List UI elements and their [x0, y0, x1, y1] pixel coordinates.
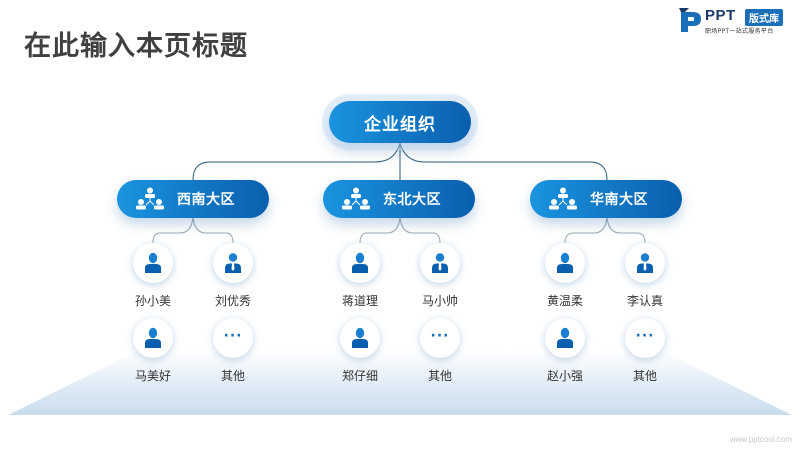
team-icon: [136, 187, 164, 210]
member-name: 蒋道理: [341, 294, 378, 308]
member-node[interactable]: 刘优秀: [203, 243, 263, 309]
person-female-icon: [145, 327, 161, 348]
more-icon: ···: [635, 328, 655, 344]
member-name: 其他: [220, 369, 245, 383]
avatar: [340, 243, 380, 283]
team-icon: [549, 187, 577, 210]
avatar: ···: [625, 318, 665, 358]
avatar: [133, 318, 173, 358]
person-female-icon: [557, 327, 573, 348]
watermark: www.pptcool.com: [729, 435, 792, 444]
avatar: ···: [420, 318, 460, 358]
member-node[interactable]: 郑仔细: [330, 318, 390, 384]
member-node[interactable]: 蒋道理: [330, 243, 390, 309]
avatar: [340, 318, 380, 358]
member-name: 刘优秀: [214, 294, 251, 308]
member-name: 马美好: [134, 369, 171, 383]
member-name: 其他: [427, 369, 452, 383]
logo-slogan: 职场PPT一站式服务平台: [705, 28, 774, 35]
avatar: [420, 243, 460, 283]
person-male-tie-icon: [225, 253, 241, 273]
avatar: [545, 318, 585, 358]
logo-brand-text: PPT: [705, 7, 736, 24]
avatar: [213, 243, 253, 283]
connector-sw: [152, 217, 234, 244]
member-node-more[interactable]: ··· 其他: [203, 318, 263, 384]
member-name: 其他: [632, 369, 657, 383]
region-node-southwest[interactable]: 西南大区: [117, 180, 269, 218]
member-node[interactable]: 马美好: [123, 318, 183, 384]
avatar: [545, 243, 585, 283]
member-name: 郑仔细: [341, 369, 378, 383]
avatar: ···: [213, 318, 253, 358]
logo-p-icon: [679, 8, 701, 32]
brand-logo: PPT 版式库 职场PPT一站式服务平台: [679, 7, 795, 38]
member-node-more[interactable]: ··· 其他: [410, 318, 470, 384]
org-root-node[interactable]: 企业组织: [329, 101, 471, 143]
person-female-icon: [145, 252, 161, 273]
member-node-more[interactable]: ··· 其他: [615, 318, 675, 384]
connector-sc: [564, 217, 646, 244]
member-node[interactable]: 黄温柔: [535, 243, 595, 309]
person-female-icon: [557, 252, 573, 273]
more-icon: ···: [430, 328, 450, 344]
avatar: [625, 243, 665, 283]
member-name: 李认真: [626, 294, 663, 308]
member-name: 孙小美: [134, 294, 171, 308]
more-icon: ···: [223, 328, 243, 344]
person-male-tie-icon: [637, 253, 653, 273]
region-node-northeast[interactable]: 东北大区: [323, 180, 475, 218]
region-label: 东北大区: [383, 192, 441, 208]
page-title: 在此输入本页标题: [24, 31, 248, 62]
region-node-southchina[interactable]: 华南大区: [530, 180, 682, 218]
region-label: 西南大区: [177, 192, 235, 208]
avatar: [133, 243, 173, 283]
team-icon: [342, 187, 370, 210]
connector-ne: [359, 217, 441, 244]
connector-root-left: [192, 142, 401, 181]
member-node[interactable]: 马小帅: [410, 243, 470, 309]
member-name: 马小帅: [421, 294, 458, 308]
logo-badge: 版式库: [745, 9, 783, 26]
person-female-icon: [352, 327, 368, 348]
member-node[interactable]: 李认真: [615, 243, 675, 309]
connector-root-right: [399, 142, 608, 181]
person-male-tie-icon: [432, 253, 448, 273]
person-female-icon: [352, 252, 368, 273]
region-label: 华南大区: [590, 192, 648, 208]
member-node[interactable]: 赵小强: [535, 318, 595, 384]
member-name: 赵小强: [546, 369, 583, 383]
member-node[interactable]: 孙小美: [123, 243, 183, 309]
member-name: 黄温柔: [546, 294, 583, 308]
